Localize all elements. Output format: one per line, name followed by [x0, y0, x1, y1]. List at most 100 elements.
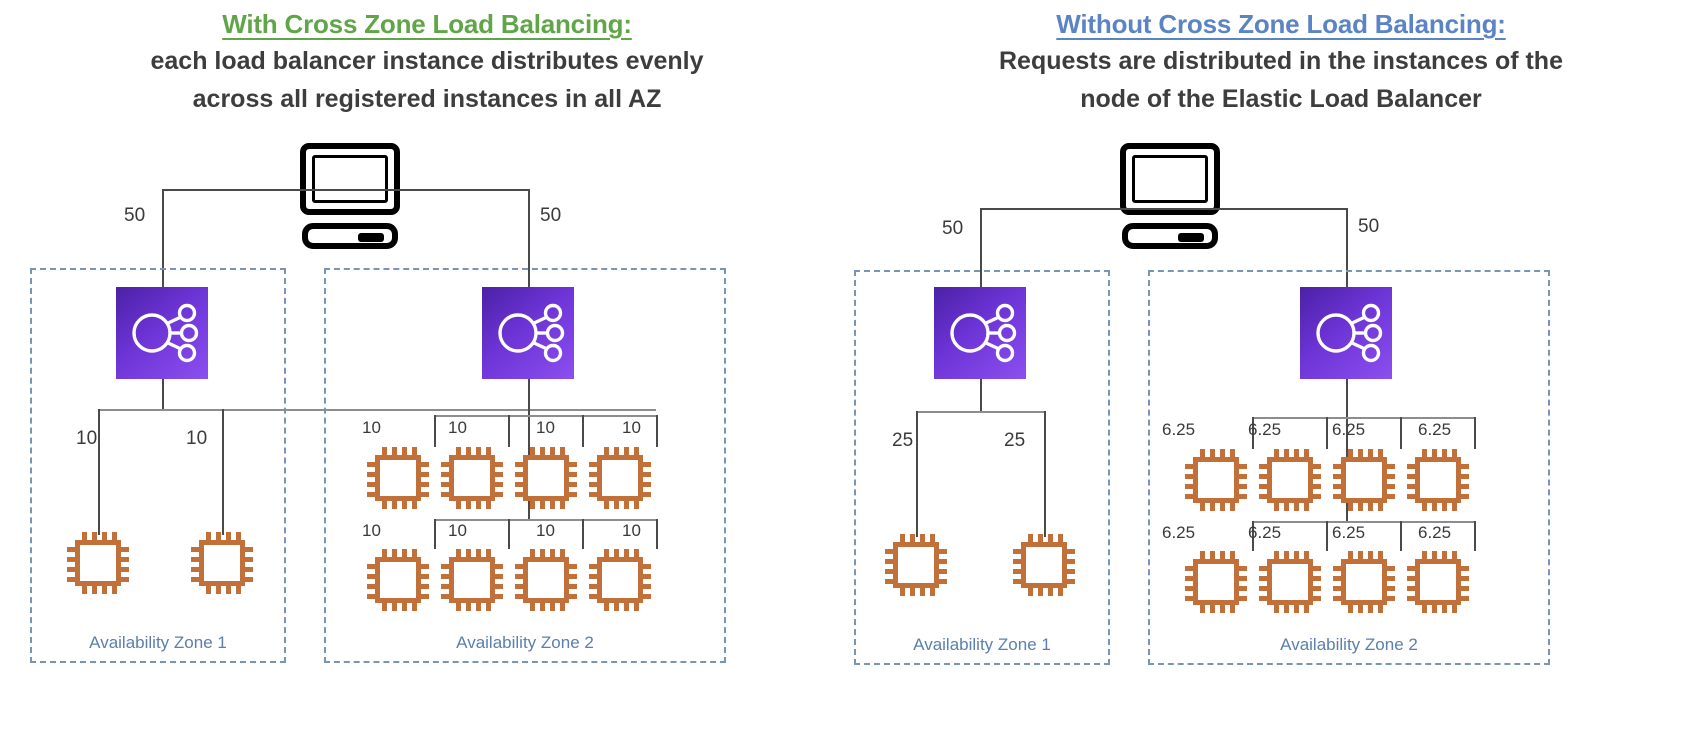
computer-base — [1122, 223, 1218, 249]
connector-az1-inst1 — [98, 409, 100, 535]
elastic-load-balancer-icon[interactable] — [482, 287, 574, 379]
connector-az2-row2-bus — [434, 519, 656, 521]
ec2-instance-icon[interactable] — [1407, 551, 1469, 613]
availability-zone-2-box: Availability Zone 2 — [324, 268, 726, 663]
ec2-instance-icon[interactable] — [515, 447, 577, 509]
connector-az2-row2-bus — [1252, 521, 1474, 523]
heading-block-left: With Cross Zone Load Balancing: each loa… — [0, 8, 854, 117]
availability-zone-1-box: Availability Zone 1 — [30, 268, 286, 663]
connector-az2-r2-i4 — [656, 519, 658, 549]
elastic-load-balancer-icon[interactable] — [934, 287, 1026, 379]
ec2-instance-icon[interactable] — [191, 532, 253, 594]
instance-label-az2-r2-3: 10 — [536, 521, 555, 540]
connector-client-right-drop — [528, 189, 530, 299]
ec2-instance-icon[interactable] — [1333, 449, 1395, 511]
connector-az2-r1-i3 — [582, 415, 584, 447]
connector-client-left-drop — [162, 189, 164, 299]
instance-label-az2-r2-1: 6.25 — [1162, 523, 1196, 542]
ec2-instance-icon[interactable] — [1333, 551, 1395, 613]
ec2-instance-icon[interactable] — [589, 447, 651, 509]
elastic-load-balancer-icon[interactable] — [1300, 287, 1392, 379]
instance-label-az2-r1-4: 6.25 — [1418, 420, 1452, 439]
elastic-load-balancer-icon[interactable] — [116, 287, 208, 379]
connector-az2-r1-i1 — [1252, 417, 1254, 449]
ec2-instance-icon[interactable] — [367, 549, 429, 611]
panel-subtitle-line1: each load balancer instance distributes … — [150, 47, 704, 76]
connector-az2-r2-i2 — [1326, 521, 1328, 551]
ec2-instance-icon[interactable] — [1013, 534, 1075, 596]
ec2-instance-icon[interactable] — [1259, 449, 1321, 511]
ec2-instance-icon[interactable] — [441, 549, 503, 611]
connector-az2-r1-i1 — [434, 415, 436, 447]
connector-az2-r2-i1 — [434, 519, 436, 549]
panel-with-cross-zone: With Cross Zone Load Balancing: each loa… — [0, 8, 854, 663]
connector-elb1-bus — [98, 409, 656, 411]
panel-subtitle-line2: across all registered instances in all A… — [192, 85, 662, 114]
instance-label-az1-2: 10 — [186, 428, 208, 449]
connector-az2-r1-i2 — [1326, 417, 1328, 449]
panel-title: With Cross Zone Load Balancing: — [222, 9, 632, 39]
connector-az1-bus — [916, 411, 1044, 413]
heading-block-right: Without Cross Zone Load Balancing: Reque… — [854, 8, 1708, 117]
panel-subtitle-line1: Requests are distributed in the instance… — [998, 47, 1563, 76]
instance-label-az2-r1-1: 10 — [362, 418, 381, 437]
instance-label-az2-r1-2: 6.25 — [1248, 420, 1282, 439]
computer-icon — [1120, 143, 1220, 249]
connector-az2-r2-i1 — [1252, 521, 1254, 551]
connector-az2-r1-i4 — [1474, 417, 1476, 449]
connector-elb2-stem — [528, 379, 530, 519]
instance-label-az1-2: 25 — [1004, 430, 1026, 451]
availability-zone-2-box: Availability Zone 2 — [1148, 270, 1550, 665]
connector-az2-r2-i3 — [582, 519, 584, 549]
availability-zone-2-label: Availability Zone 2 — [456, 633, 594, 652]
instance-label-az1-1: 25 — [892, 430, 914, 451]
trunk-label-right: 50 — [1358, 216, 1380, 237]
ec2-instance-icon[interactable] — [67, 532, 129, 594]
instance-label-az2-r1-2: 10 — [448, 418, 467, 437]
trunk-label-left: 50 — [124, 205, 146, 226]
availability-zone-1-label: Availability Zone 1 — [913, 635, 1051, 654]
ec2-instance-icon[interactable] — [1407, 449, 1469, 511]
connector-client-right-drop — [1346, 208, 1348, 299]
panel-subtitle-line2: node of the Elastic Load Balancer — [1080, 85, 1482, 114]
connector-az2-row1-bus — [434, 415, 656, 417]
connector-elb1-stem — [980, 379, 982, 411]
instance-label-az2-r1-1: 6.25 — [1162, 420, 1196, 439]
ec2-instance-icon[interactable] — [367, 447, 429, 509]
ec2-instance-icon[interactable] — [441, 447, 503, 509]
instance-label-az1-1: 10 — [76, 428, 98, 449]
panel-title: Without Cross Zone Load Balancing: — [1056, 9, 1506, 39]
ec2-instance-icon[interactable] — [885, 534, 947, 596]
ec2-instance-icon[interactable] — [1185, 449, 1247, 511]
instance-label-az2-r1-3: 6.25 — [1332, 420, 1366, 439]
instance-label-az2-r2-4: 6.25 — [1418, 523, 1452, 542]
instance-label-az2-r2-4: 10 — [622, 521, 641, 540]
availability-zone-1-box: Availability Zone 1 — [854, 270, 1110, 665]
connector-az1-inst2 — [1044, 411, 1046, 537]
instance-label-az2-r2-1: 10 — [362, 521, 381, 540]
connector-az2-r1-i2 — [508, 415, 510, 447]
ec2-instance-icon[interactable] — [1185, 551, 1247, 613]
instance-label-az2-r2-3: 6.25 — [1332, 523, 1366, 542]
availability-zone-2-label: Availability Zone 2 — [1280, 635, 1418, 654]
ec2-instance-icon[interactable] — [1259, 551, 1321, 613]
monitor-screen — [1120, 143, 1220, 215]
ec2-instance-icon[interactable] — [589, 549, 651, 611]
monitor-screen — [300, 143, 400, 215]
availability-zone-1-label: Availability Zone 1 — [89, 633, 227, 652]
instance-label-az2-r2-2: 6.25 — [1248, 523, 1282, 542]
ec2-instance-icon[interactable] — [515, 549, 577, 611]
trunk-label-right: 50 — [540, 205, 562, 226]
connector-client-bus — [980, 208, 1346, 210]
connector-az1-inst1 — [916, 411, 918, 537]
connector-az2-r1-i4 — [656, 415, 658, 447]
connector-az2-row1-bus — [1252, 417, 1474, 419]
instance-label-az2-r1-4: 10 — [622, 418, 641, 437]
trunk-label-left: 50 — [942, 218, 964, 239]
instance-label-az2-r2-2: 10 — [448, 521, 467, 540]
computer-base — [302, 223, 398, 249]
connector-az2-r1-i3 — [1400, 417, 1402, 449]
connector-client-bus — [162, 189, 529, 191]
connector-client-left-drop — [980, 208, 982, 299]
connector-elb2-stem — [1346, 379, 1348, 521]
